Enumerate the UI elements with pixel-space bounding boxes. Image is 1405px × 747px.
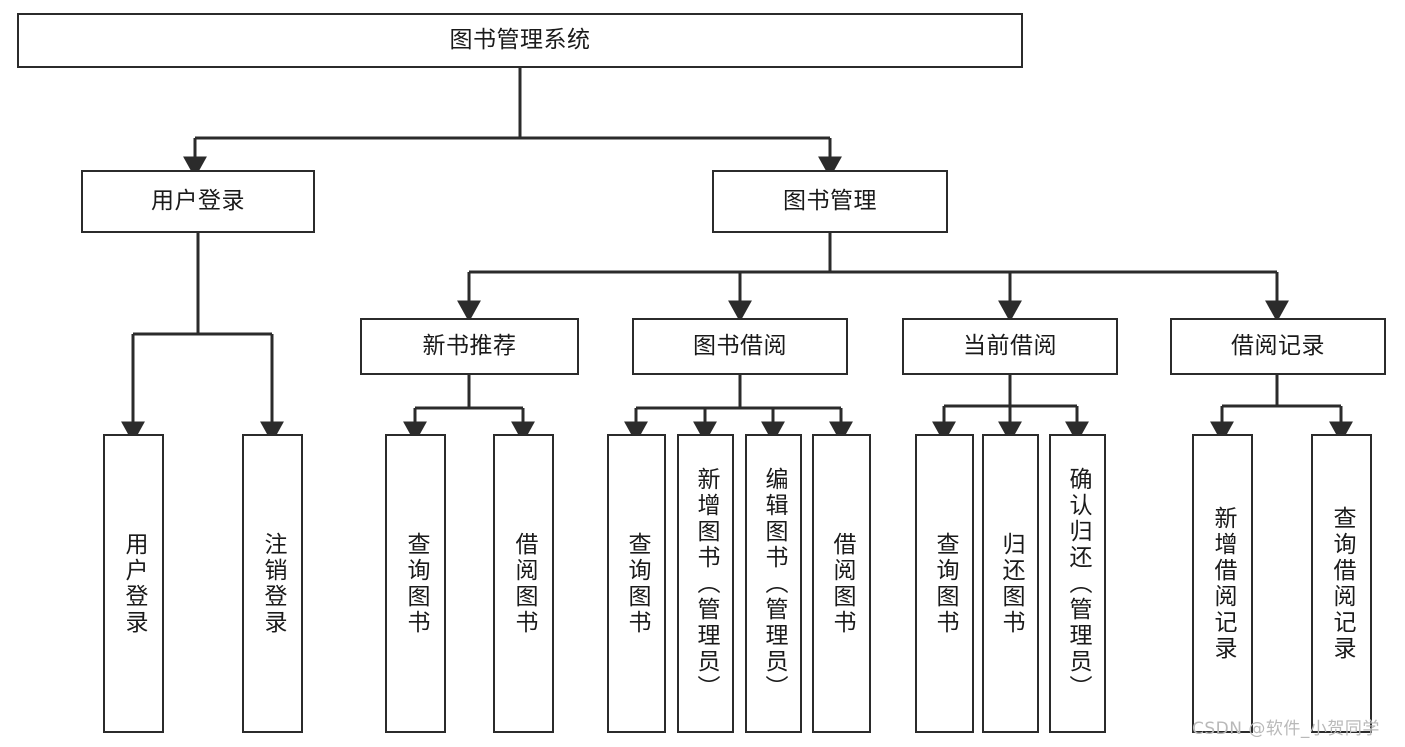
node-current-borrow[interactable]: 当前借阅 bbox=[902, 318, 1118, 375]
node-label: 查询图书 bbox=[624, 531, 650, 636]
node-label: 借阅图书 bbox=[829, 531, 855, 636]
node-user-login[interactable]: 用户登录 bbox=[81, 170, 315, 233]
csdn-watermark: CSDN @软件_小贺同学 bbox=[1192, 719, 1380, 739]
node-borrow-record[interactable]: 借阅记录 bbox=[1170, 318, 1386, 375]
leaf-query-borrow-record[interactable]: 查询借阅记录 bbox=[1311, 434, 1372, 733]
leaf-query-book-borrow[interactable]: 查询图书 bbox=[607, 434, 666, 733]
node-label: 借阅记录 bbox=[1231, 332, 1325, 359]
node-new-book-recommend[interactable]: 新书推荐 bbox=[360, 318, 579, 375]
node-label: 借阅图书 bbox=[511, 531, 537, 636]
leaf-return-book[interactable]: 归还图书 bbox=[982, 434, 1039, 733]
leaf-logout[interactable]: 注销登录 bbox=[242, 434, 303, 733]
node-book-management[interactable]: 图书管理 bbox=[712, 170, 948, 233]
leaf-user-login[interactable]: 用户登录 bbox=[103, 434, 164, 733]
leaf-borrow-book-recommend[interactable]: 借阅图书 bbox=[493, 434, 554, 733]
node-label: 编辑图书（管理员） bbox=[761, 466, 787, 701]
node-label: 注销登录 bbox=[260, 531, 286, 636]
node-label: 新增图书（管理员） bbox=[693, 466, 719, 701]
node-label: 图书借阅 bbox=[693, 332, 787, 359]
leaf-confirm-return-admin[interactable]: 确认归还（管理员） bbox=[1049, 434, 1106, 733]
node-label: 查询借阅记录 bbox=[1329, 505, 1355, 662]
node-book-borrow[interactable]: 图书借阅 bbox=[632, 318, 848, 375]
leaf-query-book-current[interactable]: 查询图书 bbox=[915, 434, 974, 733]
node-root-book-management-system[interactable]: 图书管理系统 bbox=[17, 13, 1023, 68]
leaf-edit-book-admin[interactable]: 编辑图书（管理员） bbox=[745, 434, 802, 733]
node-label: 图书管理 bbox=[783, 187, 877, 214]
node-label: 图书管理系统 bbox=[449, 26, 591, 53]
leaf-query-book-recommend[interactable]: 查询图书 bbox=[385, 434, 446, 733]
node-label: 新增借阅记录 bbox=[1210, 505, 1236, 662]
node-label: 查询图书 bbox=[403, 531, 429, 636]
node-label: 用户登录 bbox=[151, 187, 245, 214]
node-label: 新书推荐 bbox=[422, 332, 517, 359]
node-label: 用户登录 bbox=[121, 531, 147, 636]
leaf-add-borrow-record[interactable]: 新增借阅记录 bbox=[1192, 434, 1253, 733]
leaf-borrow-book[interactable]: 借阅图书 bbox=[812, 434, 871, 733]
node-label: 归还图书 bbox=[998, 531, 1024, 636]
leaf-add-book-admin[interactable]: 新增图书（管理员） bbox=[677, 434, 734, 733]
node-label: 查询图书 bbox=[932, 531, 958, 636]
node-label: 当前借阅 bbox=[963, 332, 1057, 359]
node-label: 确认归还（管理员） bbox=[1065, 466, 1091, 701]
